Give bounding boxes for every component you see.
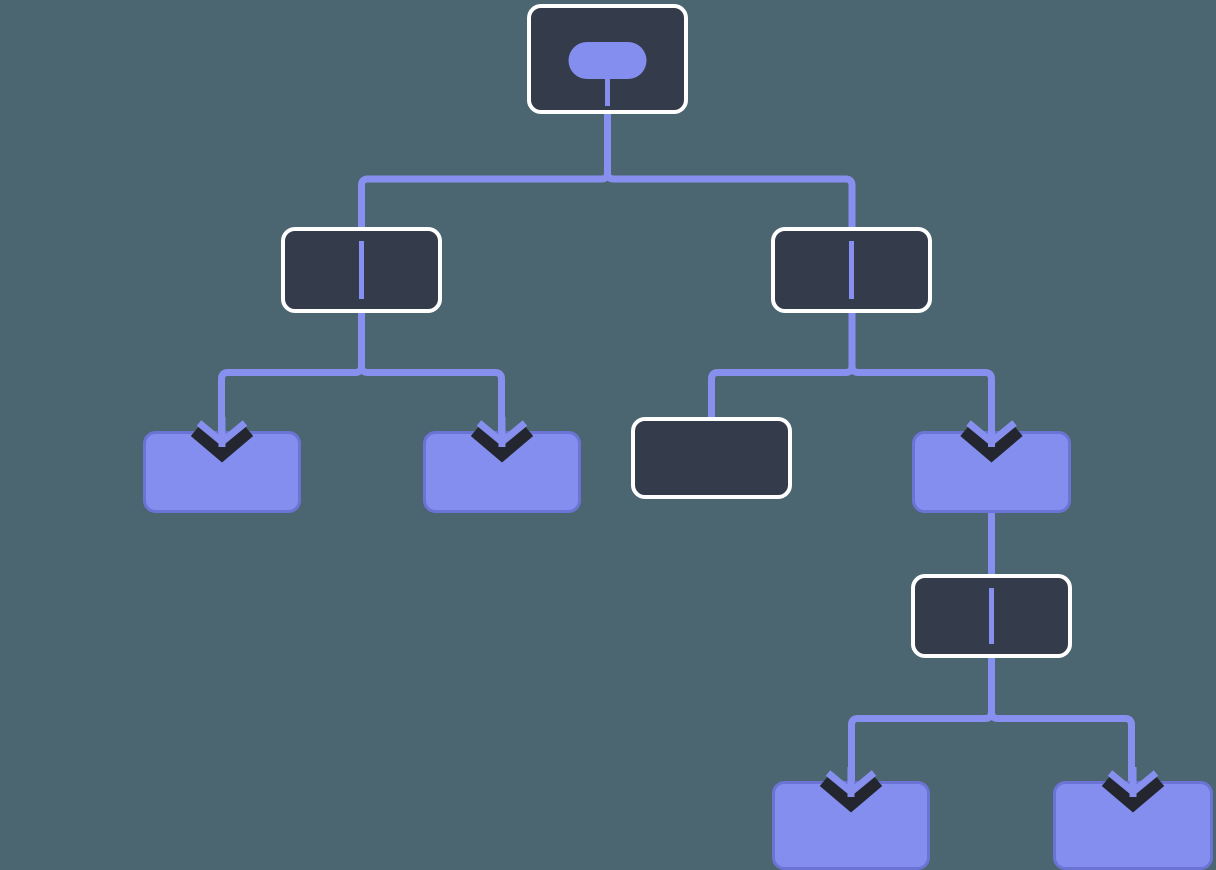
edge-layer <box>218 114 1135 781</box>
edge-branch-left-to-leaf-a <box>218 313 365 431</box>
edge-branch-left-to-leaf-b <box>358 313 505 431</box>
empty-dark-node[interactable] <box>631 417 792 499</box>
edge-branch-deep-to-leaf-d-arrowhead-shadow <box>819 776 883 813</box>
edge-branch-left-to-leaf-a-arrowhead-shadow <box>190 426 254 463</box>
edge-branch-right-to-empty-dark <box>708 313 856 417</box>
edge-branch-deep-to-leaf-d <box>848 658 995 781</box>
edge-branch-deep-to-leaf-e <box>988 658 1135 781</box>
edge-branch-deep-to-leaf-e-arrowhead-shadow <box>1101 776 1165 813</box>
edge-branch-left-to-leaf-b-arrowhead-shadow <box>470 426 534 463</box>
root-node-pill-glyph <box>568 42 647 79</box>
edge-root-to-branch-right <box>604 114 856 227</box>
arrow-layer <box>190 417 1165 813</box>
glyph-layer <box>359 42 994 644</box>
edge-branch-right-to-leaf-c <box>848 313 995 431</box>
edge-branch-right-to-leaf-c-arrowhead-shadow <box>960 426 1023 463</box>
node-layer <box>143 4 1213 870</box>
edge-root-to-branch-left <box>358 114 611 227</box>
